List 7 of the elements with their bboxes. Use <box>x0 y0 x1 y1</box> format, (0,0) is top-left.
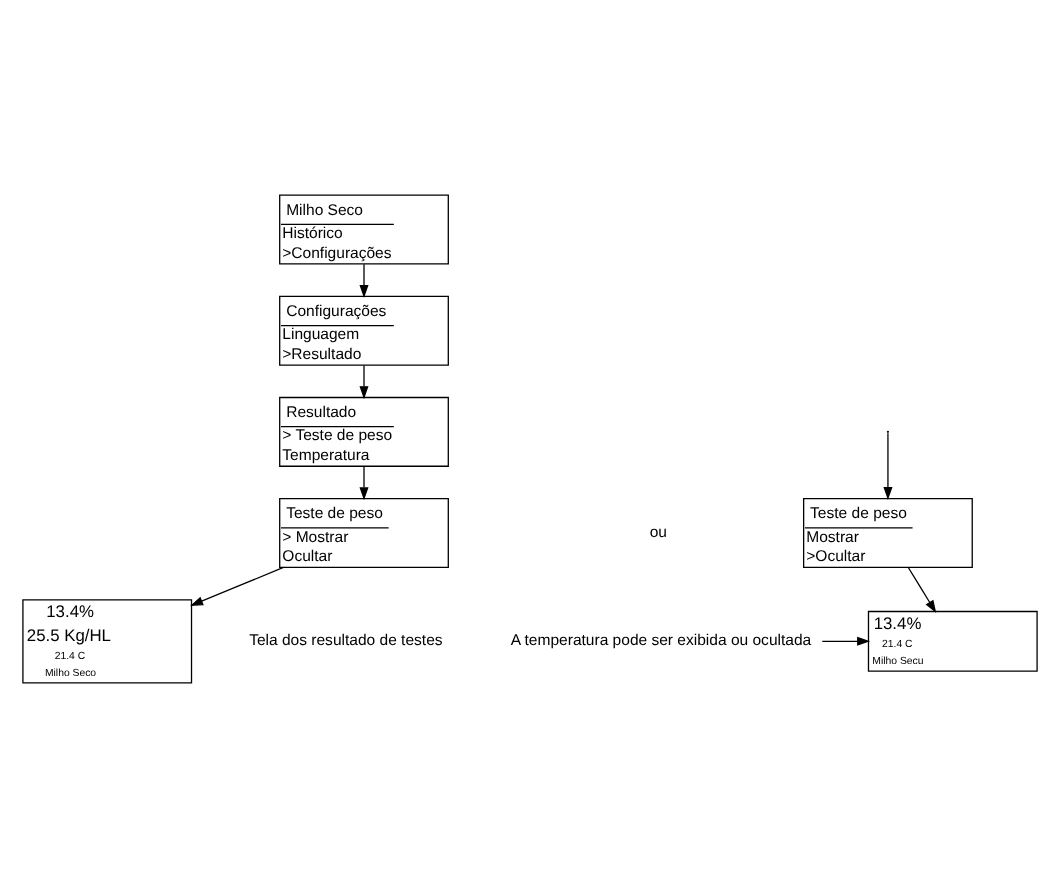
arrow <box>190 565 285 605</box>
arrow <box>359 363 369 399</box>
arrow <box>359 262 369 298</box>
arrow <box>907 566 937 613</box>
arrow <box>359 464 369 500</box>
arrow <box>883 431 893 500</box>
arrow <box>821 635 871 645</box>
